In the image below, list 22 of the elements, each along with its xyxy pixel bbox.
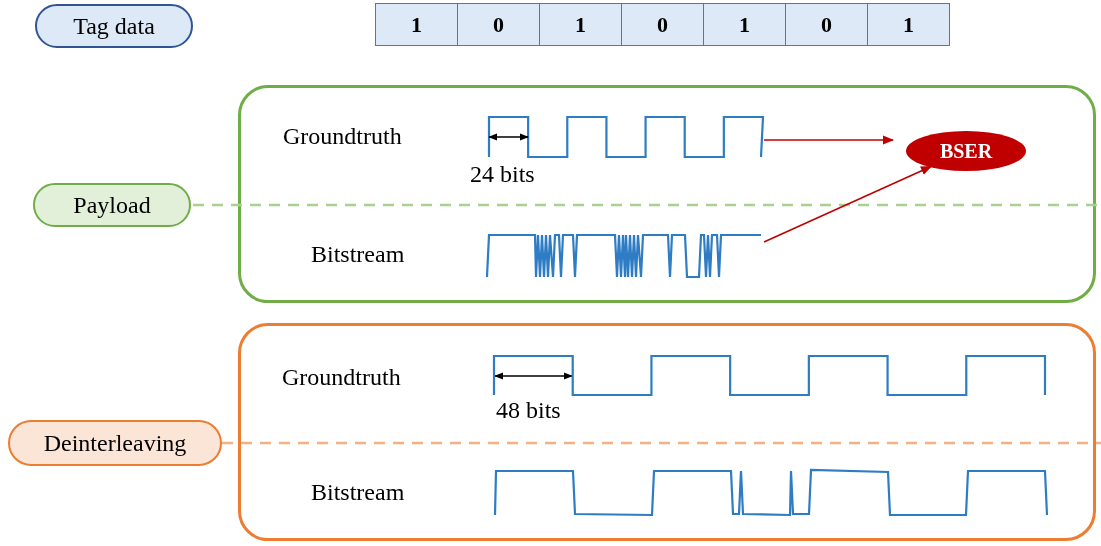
dimension-label: 48 bits (496, 398, 561, 422)
arrow (763, 165, 933, 243)
stage-pill: Payload (33, 183, 191, 227)
result-ellipse: BSER (906, 131, 1026, 171)
dimension-label: 24 bits (470, 162, 535, 186)
stage-pill: Deinterleaving (8, 420, 222, 466)
table-cell: 1 (703, 3, 786, 46)
stage-pill: Tag data (35, 4, 193, 48)
table-cell: 0 (785, 3, 868, 46)
row-label: Bitstream (311, 480, 405, 504)
table-cell: 1 (539, 3, 622, 46)
arrow (763, 135, 895, 145)
waveform-picture (487, 115, 765, 159)
table-cell: 1 (867, 3, 950, 46)
panel-frame (238, 323, 1096, 541)
panel-frame (238, 85, 1096, 303)
row-label: Groundtruth (283, 124, 402, 148)
table-cell: 0 (621, 3, 704, 46)
row-label: Groundtruth (282, 365, 401, 389)
table-cell: 0 (457, 3, 540, 46)
table-cell: 1 (375, 3, 458, 46)
row-label: Bitstream (311, 242, 405, 266)
